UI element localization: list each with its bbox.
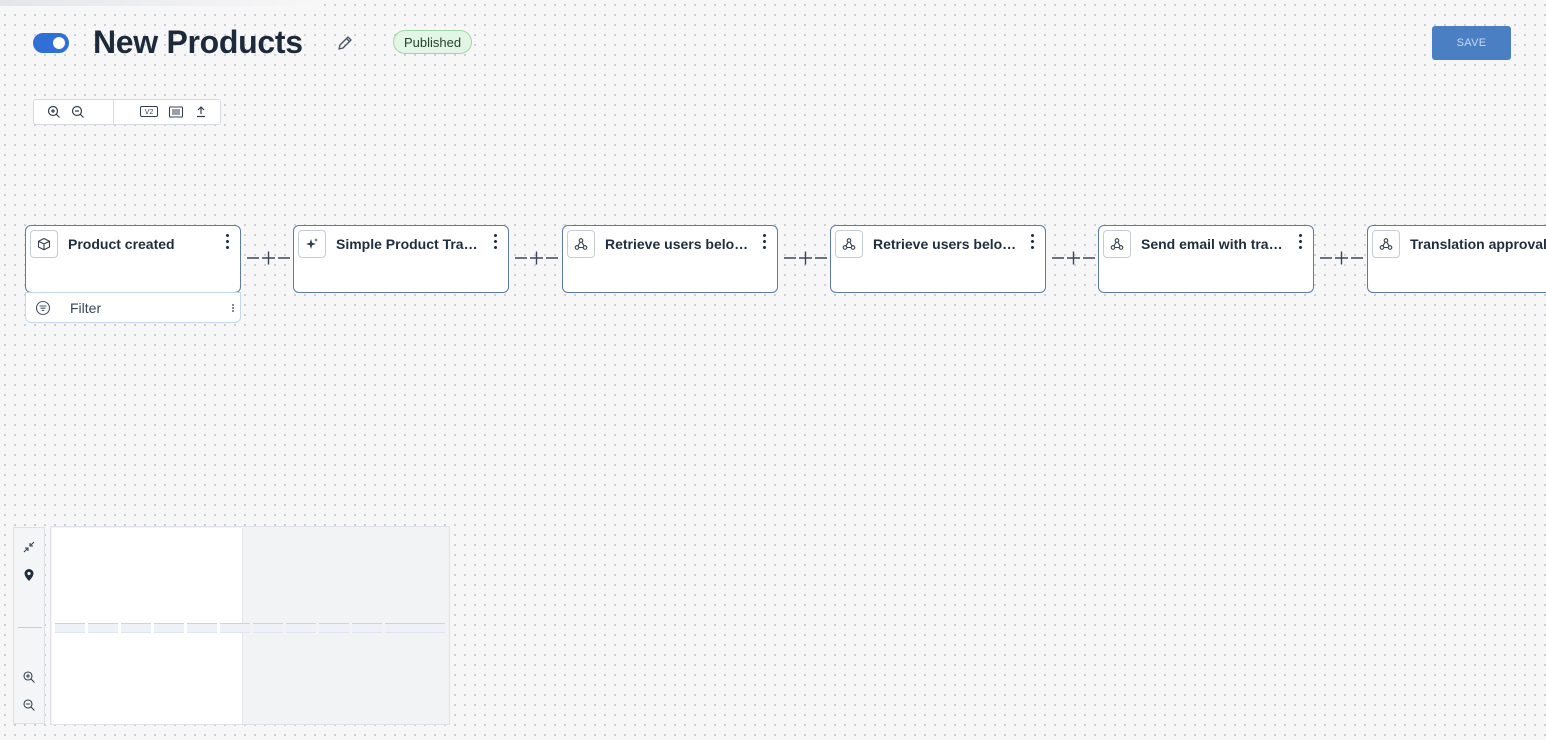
workflow-node-webhook[interactable]: Send email with translations — [1098, 225, 1314, 293]
toolbar-divider — [113, 100, 114, 124]
page-title: New Products — [93, 24, 303, 60]
webhook-icon — [835, 230, 863, 258]
location-pin-icon[interactable] — [22, 568, 36, 582]
minimap-nodes — [53, 619, 445, 635]
webhook-icon — [1103, 230, 1131, 258]
webhook-icon — [1372, 230, 1400, 258]
add-step-connector[interactable] — [1047, 248, 1100, 268]
v2-icon[interactable]: V2 — [140, 106, 158, 117]
top-shadow — [0, 0, 320, 6]
add-step-connector[interactable] — [510, 248, 563, 268]
node-label: Translation approval step — [1410, 236, 1546, 252]
save-button[interactable]: SAVE — [1432, 26, 1511, 60]
node-menu-icon[interactable] — [763, 234, 767, 252]
workflow-node-webhook[interactable]: Retrieve users belonging to group — [830, 225, 1046, 293]
node-label: Simple Product Translation — [336, 236, 486, 252]
workflow-node-webhook[interactable]: Retrieve users belonging to group — [562, 225, 778, 293]
sparkles-icon — [298, 230, 326, 258]
export-icon[interactable] — [193, 104, 209, 120]
node-menu-icon[interactable] — [494, 234, 498, 252]
webhook-icon — [567, 230, 595, 258]
workflow-node-trigger[interactable]: Product created — [25, 225, 241, 293]
workflow-node-webhook[interactable]: Translation approval step — [1367, 225, 1546, 293]
list-icon[interactable] — [168, 104, 184, 120]
filter-icon — [35, 300, 51, 316]
minimap[interactable] — [50, 526, 450, 725]
node-menu-icon[interactable] — [1031, 234, 1035, 252]
node-menu-icon[interactable] — [1299, 234, 1303, 252]
node-menu-icon[interactable] — [226, 234, 230, 252]
cube-icon — [30, 230, 58, 258]
node-label: Product created — [68, 236, 175, 252]
collapse-icon[interactable] — [22, 540, 36, 554]
node-label: Send email with translations — [1141, 236, 1291, 252]
node-label: Retrieve users belonging to group — [873, 236, 1023, 252]
workflow-enabled-toggle[interactable] — [33, 33, 69, 53]
minimap-controls — [13, 527, 45, 724]
zoom-in-icon[interactable] — [22, 670, 36, 684]
trigger-filter[interactable]: Filter — [25, 292, 241, 323]
controls-divider — [18, 627, 42, 628]
zoom-out-icon[interactable] — [22, 698, 36, 712]
node-label: Retrieve users belonging to group — [605, 236, 755, 252]
canvas-toolbar: V2 — [33, 99, 221, 125]
edit-title-pencil-icon[interactable] — [336, 34, 354, 52]
filter-menu-icon[interactable] — [232, 304, 234, 313]
add-step-connector[interactable] — [779, 248, 832, 268]
workflow-node-translation[interactable]: Simple Product Translation — [293, 225, 509, 293]
zoom-in-icon[interactable] — [46, 104, 62, 120]
toggle-knob — [53, 37, 65, 49]
zoom-out-icon[interactable] — [70, 104, 86, 120]
filter-label: Filter — [70, 300, 102, 316]
status-badge: Published — [393, 30, 473, 54]
add-step-connector[interactable] — [1315, 248, 1368, 268]
add-step-connector[interactable] — [242, 248, 295, 268]
